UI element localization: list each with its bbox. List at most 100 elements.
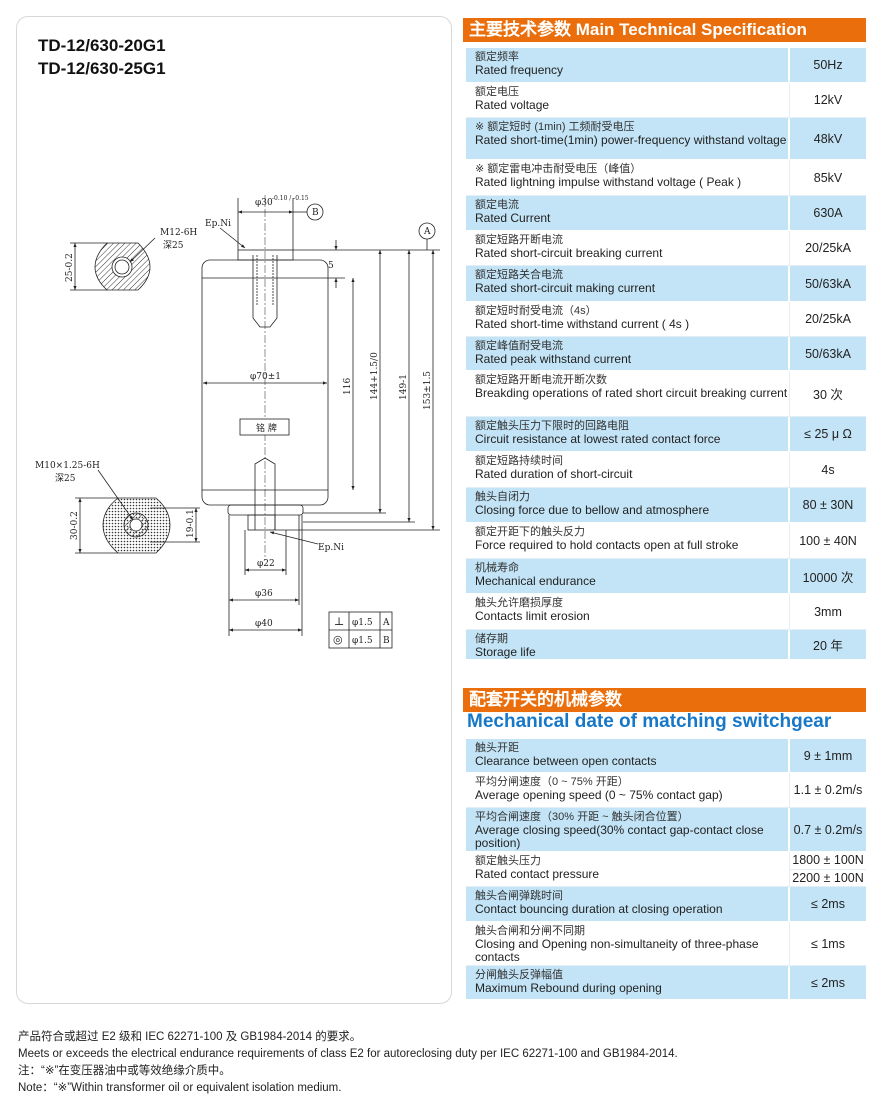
spec-row: ※ 额定雷电冲击耐受电压（峰值）Rated lightning impulse … [466,160,866,196]
spec-label-zh: 机械寿命 [475,562,519,574]
spec-value-cell: 20/25kA [790,302,866,336]
spec-label-en: Average opening speed (0 ~ 75% contact g… [475,788,723,802]
datum-b-label: B [312,208,319,218]
note-line: 产品符合或超过 E2 级和 IEC 62271-100 及 GB1984-201… [18,1031,362,1043]
top-thread-label: M12-6H [160,228,197,238]
datum-b-circle [306,203,324,221]
drawing-panel [16,16,452,1004]
spec-value: 50/63kA [805,346,851,361]
spec-value: 1.1 ± 0.2m/s [793,783,863,797]
bottom-section-inner-dim: 19-0.1 [186,509,196,538]
spec-value-cell: 4s [790,452,866,487]
top-depth-label: 深25 [163,240,184,251]
spec-label-en: Rated short-time withstand current ( 4s … [475,317,690,331]
spec-label-zh: 额定短路开断电流开断次数 [475,374,607,386]
spec-value: 100 ± 40N [799,533,857,548]
dim-116: 116 [343,378,353,395]
spec-label-zh: 额定峰值耐受电流 [475,340,563,352]
spec-label-zh: 额定短时耐受电流（4s） [475,305,597,317]
spec-label-en: Rated voltage [475,98,550,112]
spec-label-en: Contact bouncing duration at closing ope… [475,902,723,916]
spec-value: 9 ± 1mm [803,748,853,763]
spec-label-en: Clearance between open contacts [475,754,657,768]
nameplate-box [239,418,290,436]
spec-value-cell: ≤ 25 μ Ω [790,417,866,451]
spec-value: 4s [821,462,835,477]
spec-label-zh: ※ 额定雷电冲击耐受电压（峰值） [475,163,642,175]
dim-phi30: φ30 [255,198,273,208]
spec-value: 20/25kA [805,312,851,326]
spec-value-cell: 20 年 [790,630,866,659]
spec-value: ≤ 25 μ Ω [804,427,852,441]
spec-label-zh: 额定频率 [475,51,519,63]
spec-label-zh: 额定触头压力 [475,855,541,867]
spec-value-cell: 20/25kA [790,231,866,265]
spec-label-en: Breakding operations of rated short circ… [475,386,788,400]
spec-label-zh: 额定短路关合电流 [475,269,563,281]
dim-153: 153±1.5 [423,371,433,410]
spec-value: 80 ± 30N [802,498,854,512]
spec-value: 0.7 ± 0.2m/s [793,822,863,837]
spec-label-zh: 额定电压 [475,86,519,98]
spec-label-zh: 额定开距下的触头反力 [475,526,585,538]
nameplate-label: 铭 牌 [256,422,277,434]
spec-label-zh: 触头合闸弹跳时间 [475,890,563,902]
spec-value-cell: 30 次 [790,371,866,416]
spec-value-cell: ≤ 2ms [790,966,866,999]
spec-label: 平均合闸速度（30% 开距 ~ 触头闭合位置）Average closing s… [466,808,790,851]
spec-label-en: Closing force due to bellow and atmosphe… [475,503,710,517]
dim-phi30-tol: -0.10 / -0.15 [272,195,309,202]
spec-value: 48kV [813,131,843,146]
spec-value: 3mm [814,604,842,619]
spec-label: ※ 额定雷电冲击耐受电压（峰值）Rated lightning impulse … [466,160,790,195]
model-name-2: TD-12/630-25G1 [38,59,166,78]
spec-label: 平均分闸速度（0 ~ 75% 开距）Average opening speed … [466,773,790,807]
spec-value-cell: ≤ 2ms [790,887,866,921]
mech-spec-title: Mechanical date of matching switchgear [467,711,832,732]
spec-label-zh: 额定电流 [475,199,519,211]
spec-row: 平均分闸速度（0 ~ 75% 开距）Average opening speed … [466,773,866,808]
bottom-depth-label: 深25 [55,473,76,484]
spec-label-en: Rated Current [475,211,551,225]
dim-5: 5 [328,261,334,271]
notes: 产品符合或超过 E2 级和 IEC 62271-100 及 GB1984-201… [18,1029,678,1097]
spec-value-cell: 48kV [790,118,866,159]
top-stud [252,255,278,328]
spec-label-en: Rated short-circuit breaking current [475,246,663,260]
spec-value-cell: 100 ± 40N [790,523,866,558]
spec-label-zh: 额定短路持续时间 [475,455,563,467]
spec-value-cell: 50Hz [790,48,866,82]
spec-label-en: Circuit resistance at lowest rated conta… [475,432,721,446]
spec-value: 50/63kA [805,276,851,291]
plating-top: Ep.Ni [205,219,231,229]
spec-value-cell: 80 ± 30N [790,488,866,522]
top-terminal [237,249,294,261]
model-name-1: TD-12/630-20G1 [38,36,166,55]
spec-label-zh: 触头允许磨损厚度 [475,597,563,609]
spec-value: 10000 次 [802,570,854,585]
mech-spec-header: 配套开关的机械参数 [463,688,866,712]
